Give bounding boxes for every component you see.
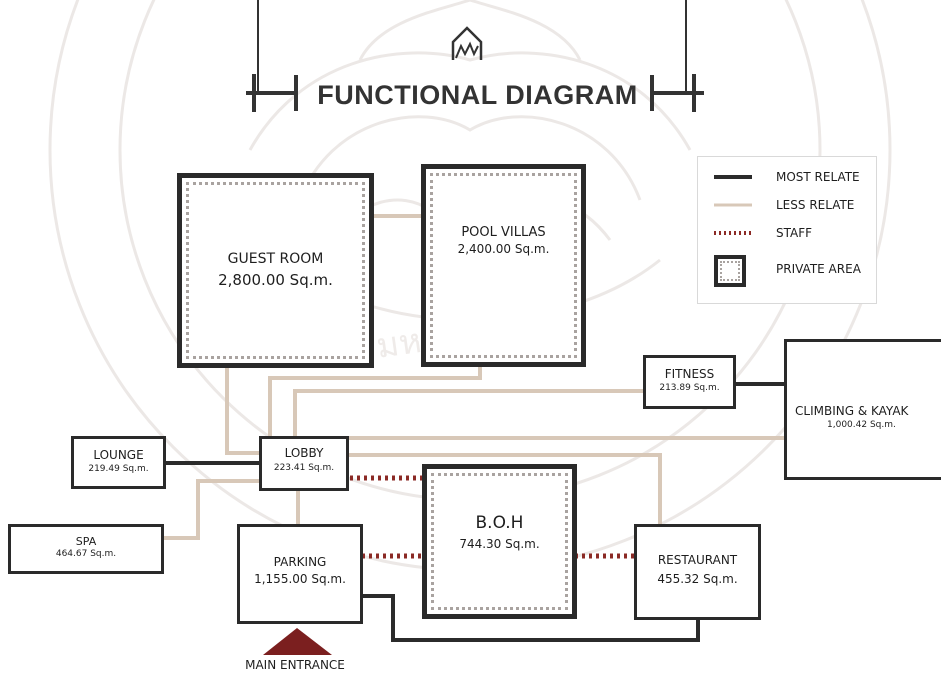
line-lobby-restaurant [347, 453, 662, 527]
header: FUNCTIONAL DIAGRAM [0, 0, 941, 130]
main-entrance-marker [263, 628, 332, 655]
node-name: LOUNGE [93, 448, 144, 462]
line-lobby-spa [162, 479, 262, 540]
node-area: 213.89 Sq.m. [659, 383, 720, 393]
node-area: 223.41 Sq.m. [273, 463, 335, 473]
node-fitness: FITNESS 213.89 Sq.m. [643, 355, 736, 409]
node-area: 744.30 Sq.m. [459, 537, 540, 551]
node-name: PARKING [273, 555, 327, 569]
most-relate-swatch [714, 175, 752, 179]
header-ornament [246, 0, 704, 112]
line-parking-restaurant [362, 594, 700, 642]
line-fitness-lobby [293, 389, 645, 438]
node-name: B.O.H [475, 513, 524, 533]
staff-swatch [714, 231, 752, 235]
node-name: SPA [75, 535, 97, 548]
node-name: LOBBY [284, 446, 324, 460]
node-boh: B.O.H 744.30 Sq.m. [422, 464, 577, 619]
node-spa: SPA 464.67 Sq.m. [8, 524, 164, 574]
legend-label: PRIVATE AREA [776, 262, 861, 276]
legend-label: STAFF [776, 226, 813, 240]
page-title: FUNCTIONAL DIAGRAM [317, 80, 638, 110]
node-restaurant: RESTAURANT 455.32 Sq.m. [634, 524, 761, 620]
node-climbing-kayak: CLIMBING & KAYAK 1,000.42 Sq.m. [784, 339, 941, 480]
node-pool-villas: POOL VILLAS 2,400.00 Sq.m. [421, 164, 586, 367]
staff-lines [350, 475, 637, 559]
node-area: 2,400.00 Sq.m. [457, 242, 550, 256]
less-relate-lines [162, 214, 786, 540]
private-area-swatch [714, 255, 746, 287]
legend-label: MOST RELATE [776, 170, 860, 184]
node-name: FITNESS [664, 367, 715, 381]
main-entrance-label: MAIN ENTRANCE [245, 658, 345, 672]
node-name: POOL VILLAS [461, 225, 546, 240]
node-lounge: LOUNGE 219.49 Sq.m. [71, 436, 166, 489]
line-pool-lobby [268, 365, 482, 438]
most-relate-lines [164, 382, 786, 642]
node-name: RESTAURANT [657, 553, 738, 567]
logo-icon [451, 26, 483, 60]
node-area: 219.49 Sq.m. [88, 464, 149, 474]
node-name: CLIMBING & KAYAK [795, 404, 909, 418]
node-guest-room: GUEST ROOM 2,800.00 Sq.m. [177, 173, 374, 368]
line-guest-lobby [225, 365, 262, 455]
node-area: 464.67 Sq.m. [55, 549, 117, 559]
node-area: 1,000.42 Sq.m. [827, 420, 896, 430]
less-relate-swatch [714, 203, 752, 207]
legend-label: LESS RELATE [776, 198, 855, 212]
node-parking: PARKING 1,155.00 Sq.m. [237, 524, 363, 624]
node-lobby: LOBBY 223.41 Sq.m. [259, 436, 349, 491]
legend: MOST RELATE LESS RELATE STAFF PRIVATE AR… [697, 156, 877, 304]
node-area: 455.32 Sq.m. [657, 572, 738, 586]
node-area: 2,800.00 Sq.m. [218, 271, 333, 289]
node-name: GUEST ROOM [227, 251, 324, 267]
node-area: 1,155.00 Sq.m. [254, 572, 346, 586]
